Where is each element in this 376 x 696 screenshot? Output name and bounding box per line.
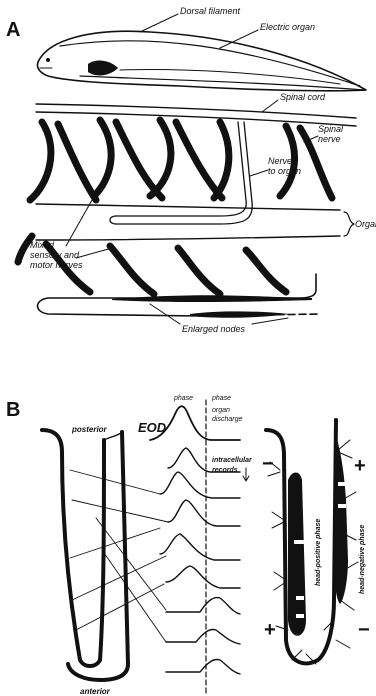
label-nerve-to-organ-1: Nerve [268, 156, 292, 166]
organ-u-shape [42, 430, 128, 680]
fish-illustration [37, 31, 366, 91]
label-phase-right: phase [211, 395, 231, 402]
label-spinal-cord: Spinal cord [280, 92, 326, 102]
label-enlarged-nodes: Enlarged nodes [182, 324, 246, 334]
label-posterior: posterior [71, 425, 108, 434]
recording-connectors [70, 470, 168, 642]
spinal-cord [36, 104, 356, 126]
label-spinal-nerve-1: Spinal [318, 124, 344, 134]
records-arrow [243, 468, 249, 481]
sign-minus-top: − [262, 453, 274, 475]
intracellular-traces [160, 448, 240, 674]
sign-plus-bottom: + [264, 619, 276, 641]
label-head-negative: head-negative phase [359, 525, 366, 594]
label-phase-left: phase [173, 395, 193, 402]
panel-b-letter: B [6, 399, 20, 421]
nerve-to-organ-leader [250, 170, 268, 176]
label-organ-discharge-1: organ [212, 407, 230, 414]
sign-minus-bottom: − [358, 619, 370, 641]
label-spinal-nerve-2: nerve [318, 134, 341, 144]
label-mixed-2: sensory and [30, 250, 80, 260]
label-electric-organ: Electric organ [260, 22, 315, 32]
sign-plus-top: + [354, 455, 366, 477]
organ-bracket [344, 212, 354, 236]
organ-tube [36, 204, 340, 240]
label-mixed-1: Mixed [30, 240, 55, 250]
label-nerve-to-organ-2: to organ [268, 166, 301, 176]
label-organ-discharge-2: discharge [212, 416, 242, 423]
label-mixed-3: motor nerves [30, 260, 83, 270]
label-head-positive: head-positive phase [315, 519, 322, 586]
panel-a-letter: A [6, 19, 20, 41]
label-organ: Organ [355, 219, 376, 229]
dorsal-filament-leader [140, 14, 178, 32]
label-anterior: anterior [80, 687, 111, 696]
label-intracellular-2: records [212, 467, 238, 474]
label-dorsal-filament: Dorsal filament [180, 6, 241, 16]
spinal-cord-leader [262, 100, 278, 112]
electric-organ-leader [220, 30, 258, 48]
label-intracellular-1: intracellular [212, 457, 253, 464]
